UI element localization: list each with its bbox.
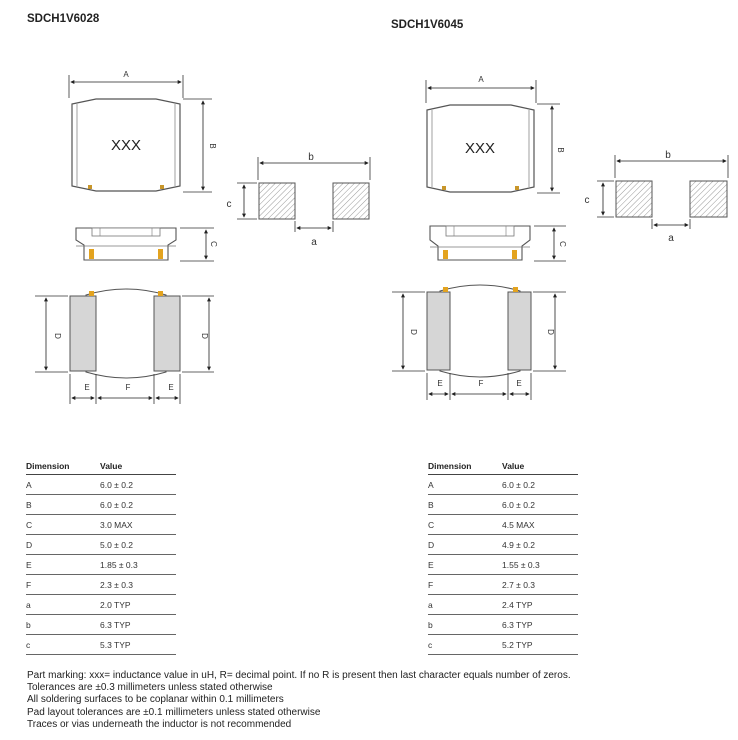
note-tolerances: Tolerances are ±0.3 millimeters unless s… — [27, 682, 273, 694]
note-traces: Traces or vias underneath the inductor i… — [27, 718, 292, 730]
dim-label-E-1: E — [84, 383, 89, 392]
note-coplanarity: All soldering surfaces to be coplanar wi… — [27, 694, 284, 706]
notes-block: Part marking: xxx= inductance value in u… — [27, 670, 571, 731]
dim-label-D-right-r: D — [546, 329, 555, 335]
dim-label-c-r: c — [585, 195, 590, 206]
dimension-header: Dimension — [428, 460, 502, 475]
dim-label-F-r: F — [479, 379, 484, 388]
dim-label-E-1-r: E — [437, 379, 442, 388]
top-view-left: A XXX B — [68, 70, 217, 193]
dim-label-C-side-r: C — [558, 241, 567, 247]
dim-label-c: c — [227, 199, 232, 210]
value-header: Value — [502, 460, 578, 475]
dim-label-A-r: A — [478, 75, 484, 84]
value-header: Value — [100, 460, 176, 475]
dim-label-D-left-r: D — [409, 329, 418, 335]
pad-layout-right: b c a — [585, 150, 729, 244]
pad-layout-left: b c a — [227, 152, 371, 248]
dim-label-C-side: C — [209, 241, 218, 247]
part-title-right: SDCH1V6045 — [391, 19, 464, 31]
mechanical-drawings: A XXX B C b c — [35, 70, 729, 404]
side-view-right: C — [429, 225, 567, 262]
dim-label-D-left: D — [53, 333, 62, 339]
part-title-left: SDCH1V6028 — [27, 13, 100, 25]
note-pad-tolerances: Pad layout tolerances are ±0.1 millimete… — [27, 706, 321, 718]
dim-label-a-r: a — [668, 233, 674, 244]
dim-label-A: A — [123, 70, 129, 79]
dim-label-F: F — [126, 383, 131, 392]
dim-label-B-r: B — [556, 147, 565, 152]
dimension-header: Dimension — [26, 460, 100, 475]
note-part-marking: Part marking: xxx= inductance value in u… — [27, 670, 571, 681]
top-view-right: A XXX B — [425, 75, 565, 194]
dim-label-E-2-r: E — [516, 379, 521, 388]
marking-left: XXX — [111, 137, 141, 154]
dim-label-b-r: b — [665, 150, 671, 161]
bottom-view-left: D D E F E — [35, 288, 214, 404]
bottom-view-right: D D E F E — [392, 284, 566, 400]
side-view-left: C — [75, 227, 218, 262]
dim-label-E-2: E — [168, 383, 173, 392]
dim-label-B: B — [208, 143, 217, 148]
dim-label-D-right: D — [200, 333, 209, 339]
dim-label-b: b — [308, 152, 314, 163]
marking-right: XXX — [465, 140, 495, 157]
dim-label-a: a — [311, 237, 317, 248]
